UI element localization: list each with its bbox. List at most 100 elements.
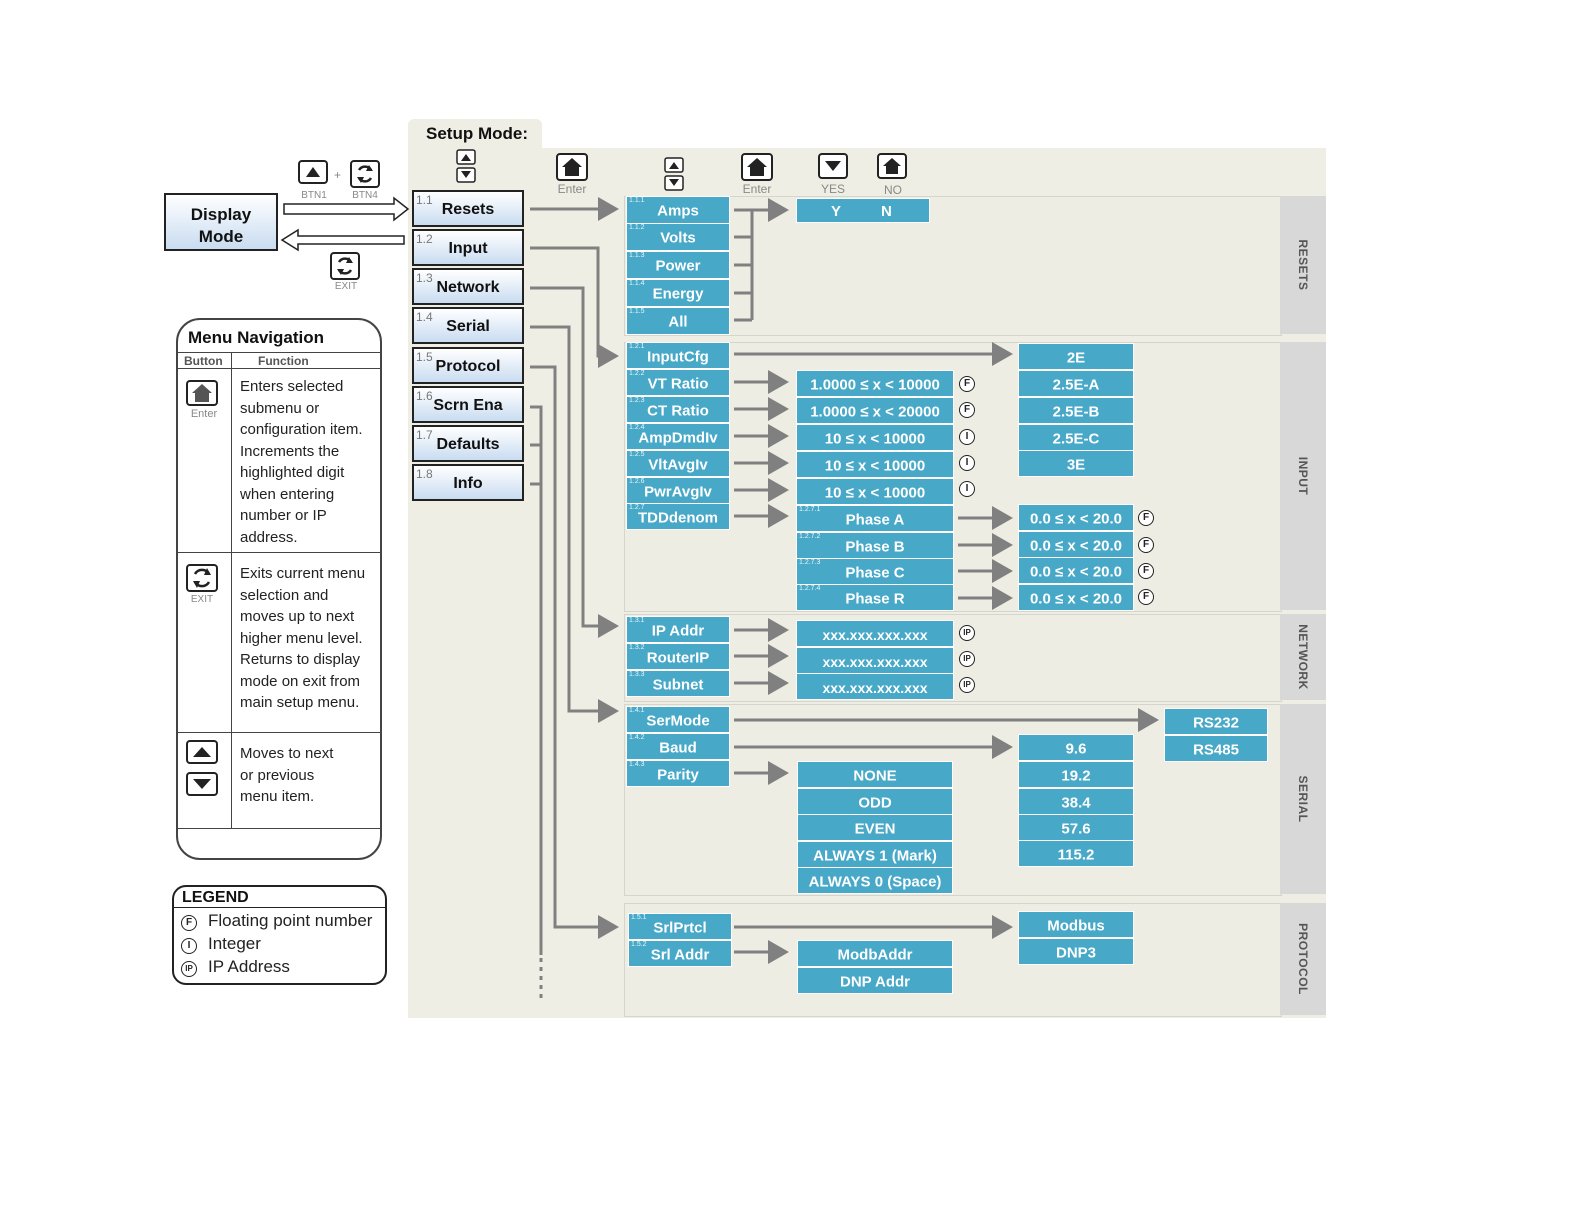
ip-value-routerip[interactable]: xxx.xxx.xxx.xxx [796, 647, 954, 674]
parity-option-none[interactable]: NONE [797, 761, 953, 788]
resets-y[interactable]: Y [831, 203, 842, 220]
srlprtcl-option-dnp3[interactable]: DNP3 [1018, 938, 1134, 965]
legend-box: LEGEND F Floating point number I Integer… [172, 885, 387, 985]
parity-option-even[interactable]: EVEN [797, 814, 953, 841]
range-pwravgiv[interactable]: 10 ≤ x < 10000 [796, 478, 954, 505]
integer-icon: I [959, 481, 975, 497]
enter-home-icon [556, 153, 588, 181]
integer-icon: I [959, 455, 975, 471]
float-icon: F [1138, 510, 1154, 526]
btn1-label: BTN1 [301, 190, 327, 201]
ip-address-icon: IP [959, 651, 975, 667]
no-label: NO [884, 183, 902, 197]
range-vltavgiv[interactable]: 10 ≤ x < 10000 [796, 451, 954, 478]
up-arrow-icon [298, 160, 328, 184]
parity-option-odd[interactable]: ODD [797, 788, 953, 815]
exit-refresh-icon [186, 564, 218, 592]
legend-float-label: Floating point number [208, 911, 373, 930]
srladdr-option-modbaddr[interactable]: ModbAddr [797, 940, 953, 967]
resets-n[interactable]: N [881, 203, 892, 220]
float-icon: F [181, 915, 197, 931]
baud-option-115-2[interactable]: 115.2 [1018, 840, 1134, 867]
inputcfg-option-2e[interactable]: 2E [1018, 343, 1134, 370]
nav-col-button: Button [184, 354, 223, 368]
baud-option-9-6[interactable]: 9.6 [1018, 734, 1134, 761]
baud-option-57-6[interactable]: 57.6 [1018, 814, 1134, 841]
range-ampdmdiv[interactable]: 10 ≤ x < 10000 [796, 424, 954, 451]
section-label-protocol: PROTOCOL [1280, 903, 1326, 1015]
baud-option-19-2[interactable]: 19.2 [1018, 761, 1134, 788]
section-label-resets: RESETS [1280, 196, 1326, 334]
sermode-option-rs485[interactable]: RS485 [1164, 735, 1268, 762]
exit-refresh-icon [330, 252, 360, 280]
resets-yes-no[interactable]: Y N [796, 198, 930, 223]
range-ct-ratio[interactable]: 1.0000 ≤ x < 20000 [796, 397, 954, 424]
inputcfg-option-2-5e-b[interactable]: 2.5E-B [1018, 397, 1134, 424]
srladdr-option-dnp-addr[interactable]: DNP Addr [797, 967, 953, 994]
parity-option-always-0[interactable]: ALWAYS 0 (Space) [797, 867, 953, 894]
tdd-range-b[interactable]: 0.0 ≤ x < 20.0 [1018, 531, 1134, 558]
srlprtcl-option-modbus[interactable]: Modbus [1018, 911, 1134, 938]
float-icon: F [959, 402, 975, 418]
btn4-label: BTN4 [352, 190, 378, 201]
yes-label: YES [820, 182, 845, 196]
yes-down-arrow-icon [818, 153, 848, 179]
nav-col-function: Function [258, 354, 309, 368]
enter-label-1: Enter [557, 182, 587, 196]
setup-title: Setup Mode: [426, 124, 528, 143]
ip-value-subnet[interactable]: xxx.xxx.xxx.xxx [796, 673, 954, 700]
up-arrow-icon [186, 740, 218, 764]
refresh-icon [350, 160, 380, 188]
parity-option-always-1[interactable]: ALWAYS 1 (Mark) [797, 841, 953, 868]
inputcfg-option-2-5e-a[interactable]: 2.5E-A [1018, 370, 1134, 397]
sermode-option-rs232[interactable]: RS232 [1164, 708, 1268, 735]
ip-value-ip-addr[interactable]: xxx.xxx.xxx.xxx [796, 620, 954, 647]
baud-option-38-4[interactable]: 38.4 [1018, 788, 1134, 815]
ip-address-icon: IP [959, 625, 975, 641]
nav-exit-label: EXIT [190, 594, 214, 605]
tdd-range-a[interactable]: 0.0 ≤ x < 20.0 [1018, 504, 1134, 531]
inputcfg-option-3e[interactable]: 3E [1018, 450, 1134, 477]
ip-address-icon: IP [181, 961, 197, 977]
legend-title: LEGEND [182, 889, 249, 906]
up-down-arrows-icon [456, 149, 476, 183]
range-vt-ratio[interactable]: 1.0000 ≤ x < 10000 [796, 370, 954, 397]
display-mode-box[interactable]: Display Mode [164, 193, 278, 251]
tdd-range-c[interactable]: 0.0 ≤ x < 20.0 [1018, 557, 1134, 584]
tdd-range-r[interactable]: 0.0 ≤ x < 20.0 [1018, 584, 1134, 611]
inputcfg-option-2-5e-c[interactable]: 2.5E-C [1018, 424, 1134, 451]
